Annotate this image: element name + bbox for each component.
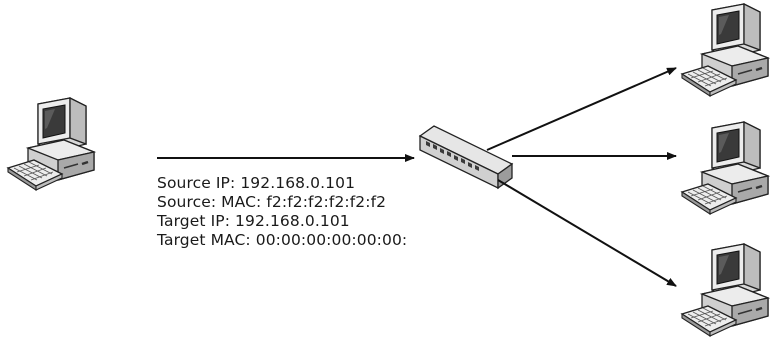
- packet-info: Source IP: 192.168.0.101 Source: MAC: f2…: [157, 174, 407, 250]
- receiver-computer-icon-3: [682, 244, 768, 336]
- source-mac-label: Source: MAC: f2:f2:f2:f2:f2:f2: [157, 193, 407, 212]
- switch-to-receiver-1-arrow: [487, 68, 676, 150]
- target-mac-label: Target MAC: 00:00:00:00:00:00:: [157, 231, 407, 250]
- switch-to-receiver-3-arrow: [498, 180, 676, 286]
- receiver-computer-icon-2: [682, 122, 768, 214]
- receiver-computer-icon-1: [682, 4, 768, 96]
- source-ip-label: Source IP: 192.168.0.101: [157, 174, 407, 193]
- network-switch-icon: [420, 126, 512, 188]
- sender-computer-icon: [8, 98, 94, 190]
- target-ip-label: Target IP: 192.168.0.101: [157, 212, 407, 231]
